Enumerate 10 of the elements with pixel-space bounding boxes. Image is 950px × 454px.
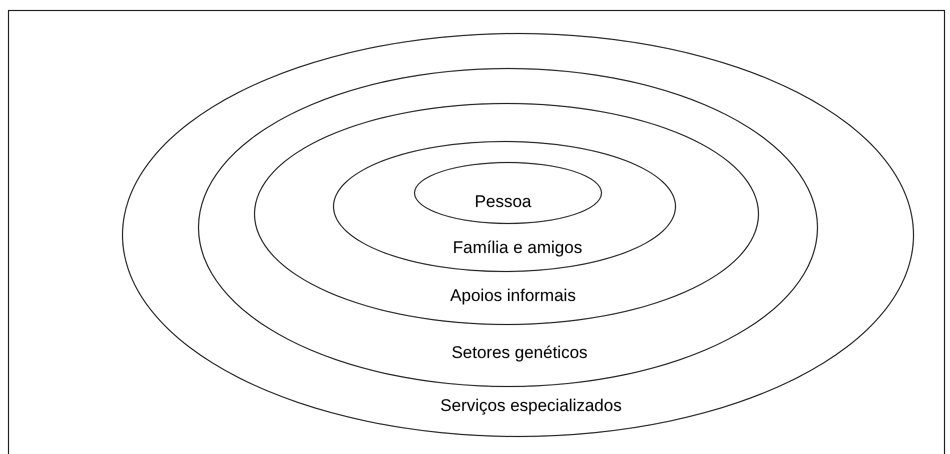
ring-label: Apoios informais	[450, 286, 576, 306]
ellipse-ring	[254, 103, 759, 325]
ellipse-ring	[122, 33, 914, 437]
ring-label: Serviços especializados	[440, 396, 622, 416]
ellipse-ring	[198, 68, 818, 386]
ellipse-ring	[332, 140, 676, 272]
ring-label: Pessoa	[474, 192, 532, 212]
ring-label: Setores genéticos	[451, 342, 588, 362]
ellipse-ring	[414, 162, 602, 224]
ring-label: Família e amigos	[452, 238, 582, 258]
